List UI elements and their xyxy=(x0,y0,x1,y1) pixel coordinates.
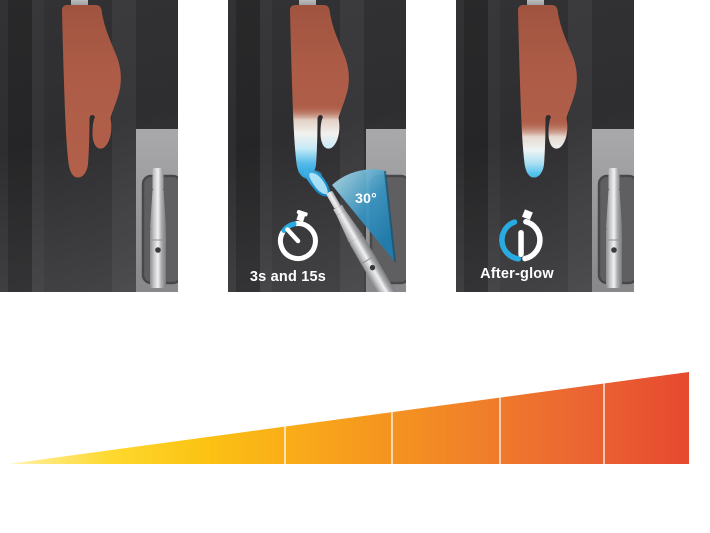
pen-button xyxy=(155,247,161,253)
pen-button xyxy=(369,264,376,271)
intensity-ramp xyxy=(8,372,689,464)
blue-flame xyxy=(302,170,331,197)
panel-step-3: After-glow xyxy=(456,0,634,292)
step-2-illustration xyxy=(236,0,406,292)
wall-stripes xyxy=(8,0,136,292)
docked-pen-device xyxy=(606,168,622,288)
angle-label: 30° xyxy=(355,190,377,206)
docked-pen-device xyxy=(150,168,166,288)
angle-wedge-30deg xyxy=(332,169,396,263)
stopwatch-icon xyxy=(278,209,318,261)
pen-device-tilted xyxy=(326,191,406,292)
step-1-illustration xyxy=(8,0,178,292)
step-3-illustration xyxy=(464,0,634,292)
wall-stripes xyxy=(464,0,592,292)
hand xyxy=(62,5,121,178)
power-afterglow-icon xyxy=(499,209,543,262)
panel-step-1 xyxy=(0,0,178,292)
ramp-wedge xyxy=(8,372,689,464)
wall-stripes xyxy=(236,0,364,292)
fingertip-afterglow xyxy=(518,110,576,178)
pen-button xyxy=(611,247,617,253)
timer-label: 3s and 15s xyxy=(249,269,327,285)
panel-step-2: 30° 3s and 15s xyxy=(228,0,406,292)
afterglow-label: After-glow xyxy=(480,266,554,282)
